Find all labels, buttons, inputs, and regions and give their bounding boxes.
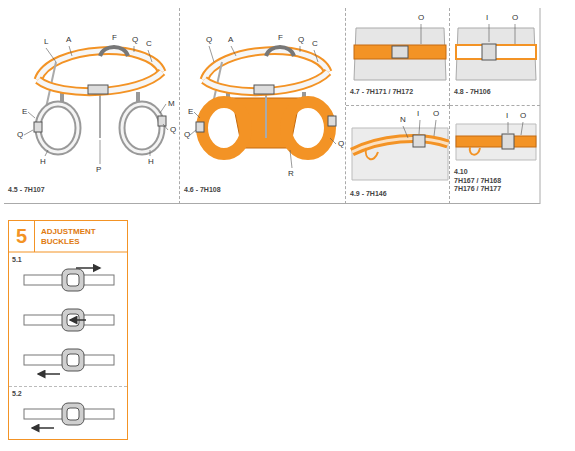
- panel: 4.7 - 7H171 / 7H172: [346, 8, 450, 106]
- panel: 4.5 - 7H107: [4, 8, 180, 204]
- panel-subcaption: 7H167 / 7H168 7H176 / 7H177: [454, 177, 512, 194]
- part-letter: M: [168, 100, 175, 108]
- part-letter: L: [44, 38, 48, 46]
- panel: 4.107H167 / 7H168 7H176 / 7H177: [450, 106, 540, 204]
- panel-divider: [540, 8, 541, 204]
- panel-caption: 5.1: [12, 256, 22, 264]
- leader-line: [190, 46, 336, 168]
- panel-caption: 4.5 - 7H107: [8, 186, 45, 194]
- part-letter: Q: [132, 36, 138, 44]
- panel-caption: 4.10: [454, 168, 468, 176]
- part-letter: A: [66, 36, 71, 44]
- part-letter: C: [312, 40, 318, 48]
- panel-caption: 5: [9, 221, 35, 252]
- leader-line: [24, 46, 168, 164]
- part-letter: F: [112, 34, 117, 42]
- part-letter: I: [486, 14, 488, 22]
- panel-subcaption: ADJUSTMENT BUCKLES: [41, 227, 121, 246]
- part-letter: N: [400, 116, 406, 124]
- part-letter: Q: [17, 131, 23, 139]
- harness-drawing: [34, 47, 166, 152]
- panel: 5 ADJUSTMENT BUCKLES 5.1 5.2: [8, 220, 128, 440]
- part-letter: F: [278, 34, 283, 42]
- panel: 5.1: [9, 253, 127, 386]
- part-letter: O: [520, 112, 526, 120]
- panel-caption: 4.7 - 7H171 / 7H172: [350, 88, 413, 96]
- harness-drawing: [352, 120, 448, 180]
- part-letter: H: [148, 158, 154, 166]
- part-letter: C: [146, 40, 152, 48]
- part-letter: O: [433, 110, 439, 118]
- part-letter: Q: [298, 36, 304, 44]
- harness-drawing: [354, 24, 446, 80]
- harness-drawing: [456, 24, 536, 80]
- part-letter: E: [22, 108, 27, 116]
- part-letter: Q: [338, 140, 344, 148]
- part-letter: Q: [206, 36, 212, 44]
- part-letter: R: [288, 170, 294, 178]
- part-letter: Q: [170, 126, 176, 134]
- part-letter: I: [417, 110, 419, 118]
- panel: 5.2: [9, 386, 127, 439]
- part-letter: I: [506, 112, 508, 120]
- panel-caption: 4.9 - 7H146: [350, 190, 387, 198]
- buckle-drawing: [9, 252, 127, 428]
- harness-drawing: [456, 122, 536, 160]
- harness-drawing: [196, 47, 336, 154]
- part-letter: H: [40, 158, 46, 166]
- part-letter: Q: [184, 131, 190, 139]
- panel-caption: 4.6 - 7H108: [184, 186, 221, 194]
- panel: 4.8 - 7H106: [450, 8, 540, 106]
- part-letter: A: [228, 36, 233, 44]
- panel: 4.9 - 7H146: [346, 106, 450, 204]
- part-letter: O: [418, 14, 424, 22]
- panel: 4.6 - 7H108: [180, 8, 346, 204]
- panel-caption: 4.8 - 7H106: [454, 88, 491, 96]
- panel-caption: 5.2: [12, 390, 22, 398]
- part-letter: E: [188, 108, 193, 116]
- part-letter: P: [96, 166, 101, 174]
- part-letter: O: [512, 14, 518, 22]
